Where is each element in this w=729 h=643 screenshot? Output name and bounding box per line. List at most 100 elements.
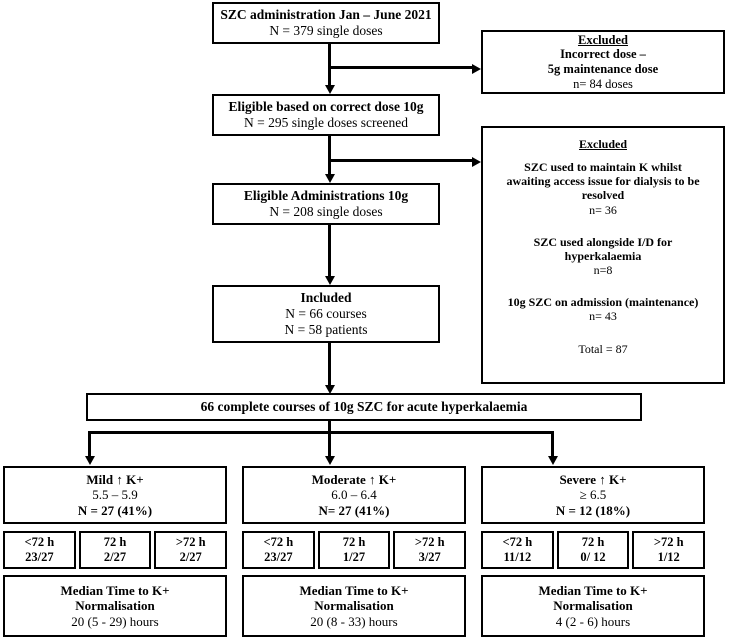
box-excluded-other-reasons: Excluded SZC used to maintain K whilst a… <box>481 126 725 384</box>
connector-admin-to-included <box>328 225 331 279</box>
time-cell-mild-72-value: 2/27 <box>103 550 127 564</box>
group-mild-title: Mild ↑ K+ <box>86 472 144 487</box>
group-mild-range: 5.5 – 5.9 <box>92 487 138 503</box>
time-row-mild: <72 h 23/27 72 h 2/27 >72 h 2/27 <box>3 531 228 569</box>
box-eligible-correct-dose: Eligible based on correct dose 10g N = 2… <box>212 94 440 136</box>
connector-to-excluded-2 <box>328 159 473 162</box>
median-severe-line2: Normalisation <box>553 598 633 614</box>
box-excluded-incorrect-dose: Excluded Incorrect dose – 5g maintenance… <box>481 30 725 94</box>
connector-branch-severe <box>551 431 554 459</box>
time-cell-severe-lt72-value: 11/12 <box>503 550 532 564</box>
arrowhead-excluded-1 <box>472 64 481 74</box>
box-group-severe: Severe ↑ K+ ≥ 6.5 N = 12 (18%) <box>481 466 705 524</box>
time-cell-mild-lt72-label: <72 h <box>24 535 55 549</box>
arrowhead-eligible <box>325 85 335 94</box>
time-cell-severe-72-value: 0/ 12 <box>580 550 606 564</box>
excluded-reason1-line2: awaiting access issue for dialysis to be <box>506 174 700 189</box>
median-moderate-line1: Median Time to K+ <box>299 583 409 598</box>
time-cell-moderate-gt72-value: 3/27 <box>418 550 441 564</box>
group-severe-count: N = 12 (18%) <box>555 502 631 518</box>
group-severe-title: Severe ↑ K+ <box>559 472 627 487</box>
time-cell-severe-72-label: 72 h <box>581 535 605 549</box>
connector-courses-bar <box>88 431 554 434</box>
group-moderate-title: Moderate ↑ K+ <box>311 472 397 487</box>
box-excluded-incorrect-dose-heading: Excluded <box>577 32 628 47</box>
time-cell-mild-lt72: <72 h 23/27 <box>3 531 76 569</box>
box-group-mild: Mild ↑ K+ 5.5 – 5.9 N = 27 (41%) <box>3 466 227 524</box>
box-median-moderate: Median Time to K+ Normalisation 20 (8 - … <box>242 575 466 637</box>
arrowhead-admin <box>325 174 335 183</box>
time-cell-severe-lt72: <72 h 11/12 <box>481 531 554 569</box>
time-cell-mild-72-label: 72 h <box>103 535 127 549</box>
box-szc-administration-line1: SZC administration Jan – June 2021 <box>220 7 432 23</box>
time-cell-moderate-72-value: 1/27 <box>342 550 366 564</box>
time-cell-moderate-72-label: 72 h <box>342 535 366 549</box>
box-included-line2: N = 66 courses <box>285 306 367 322</box>
median-severe-line1: Median Time to K+ <box>538 583 648 598</box>
arrowhead-mild <box>85 456 95 465</box>
median-mild-line2: Normalisation <box>75 598 155 614</box>
time-cell-moderate-lt72-value: 23/27 <box>264 550 293 564</box>
group-moderate-range: 6.0 – 6.4 <box>331 487 377 503</box>
connector-branch-moderate <box>328 431 331 459</box>
box-included-line1: Included <box>300 290 352 306</box>
time-row-moderate: <72 h 23/27 72 h 1/27 >72 h 3/27 <box>242 531 467 569</box>
arrowhead-included <box>325 276 335 285</box>
median-mild-value: 20 (5 - 29) hours <box>71 613 159 629</box>
box-included: Included N = 66 courses N = 58 patients <box>212 285 440 343</box>
box-excluded-incorrect-dose-line1: Incorrect dose – <box>560 47 646 62</box>
time-cell-moderate-lt72: <72 h 23/27 <box>242 531 315 569</box>
group-mild-count: N = 27 (41%) <box>77 502 153 518</box>
time-cell-moderate-gt72-label: >72 h <box>414 535 445 549</box>
time-cell-mild-gt72-label: >72 h <box>175 535 206 549</box>
arrowhead-courses <box>325 385 335 394</box>
group-severe-range: ≥ 6.5 <box>579 487 607 503</box>
connector-branch-mild <box>88 431 91 459</box>
box-eligible-correct-dose-line2: N = 295 single doses screened <box>244 115 408 130</box>
box-szc-administration-line2: N = 379 single doses <box>269 23 383 38</box>
time-cell-moderate-gt72: >72 h 3/27 <box>393 531 467 569</box>
time-cell-mild-gt72-value: 2/27 <box>179 550 202 564</box>
arrowhead-severe <box>548 456 558 465</box>
connector-top-to-eligible <box>328 44 331 87</box>
box-excluded-incorrect-dose-line2: 5g maintenance dose <box>547 62 659 76</box>
box-complete-courses-label: 66 complete courses of 10g SZC for acute… <box>200 399 528 415</box>
time-cell-severe-lt72-label: <72 h <box>502 535 533 549</box>
time-cell-mild-gt72: >72 h 2/27 <box>154 531 228 569</box>
median-mild-line1: Median Time to K+ <box>60 583 170 598</box>
box-median-severe: Median Time to K+ Normalisation 4 (2 - 6… <box>481 575 705 637</box>
time-row-severe: <72 h 11/12 72 h 0/ 12 >72 h 1/12 <box>481 531 706 569</box>
box-eligible-administrations-line1: Eligible Administrations 10g <box>243 188 409 204</box>
time-cell-severe-gt72-label: >72 h <box>653 535 684 549</box>
arrowhead-moderate <box>325 456 335 465</box>
time-cell-mild-lt72-value: 23/27 <box>25 550 54 564</box>
box-group-moderate: Moderate ↑ K+ 6.0 – 6.4 N= 27 (41%) <box>242 466 466 524</box>
excluded-reason1-line1: SZC used to maintain K whilst <box>524 160 682 175</box>
box-included-line3: N = 58 patients <box>284 321 368 337</box>
box-complete-courses: 66 complete courses of 10g SZC for acute… <box>86 393 642 421</box>
excluded-reason2-line1: SZC used alongside I/D for <box>533 234 673 249</box>
connector-courses-stem <box>328 421 331 434</box>
time-cell-severe-gt72-value: 1/12 <box>657 550 680 564</box>
time-cell-severe-72: 72 h 0/ 12 <box>556 531 630 569</box>
box-excluded-incorrect-dose-count: n= 84 doses <box>573 76 633 91</box>
excluded-reason1-count: n= 36 <box>589 202 617 217</box>
group-moderate-count: N= 27 (41%) <box>318 502 390 518</box>
time-cell-mild-72: 72 h 2/27 <box>78 531 152 569</box>
excluded-reason3-line1: 10g SZC on admission (maintenance) <box>507 295 699 310</box>
connector-eligible-to-admin <box>328 136 331 178</box>
arrowhead-excluded-2 <box>472 157 481 167</box>
median-moderate-value: 20 (8 - 33) hours <box>310 613 398 629</box>
connector-included-to-courses <box>328 343 331 388</box>
median-moderate-line2: Normalisation <box>314 598 394 614</box>
time-cell-moderate-lt72-label: <72 h <box>263 535 294 549</box>
median-severe-value: 4 (2 - 6) hours <box>555 613 631 629</box>
box-eligible-correct-dose-line1: Eligible based on correct dose 10g <box>228 99 424 115</box>
box-median-mild: Median Time to K+ Normalisation 20 (5 - … <box>3 575 227 637</box>
connector-to-excluded-1 <box>328 66 473 69</box>
excluded-reason2-line2: hyperkalaemia <box>564 248 642 263</box>
box-szc-administration: SZC administration Jan – June 2021 N = 3… <box>212 2 440 44</box>
time-cell-severe-gt72: >72 h 1/12 <box>632 531 706 569</box>
excluded-total: Total = 87 <box>578 341 628 356</box>
